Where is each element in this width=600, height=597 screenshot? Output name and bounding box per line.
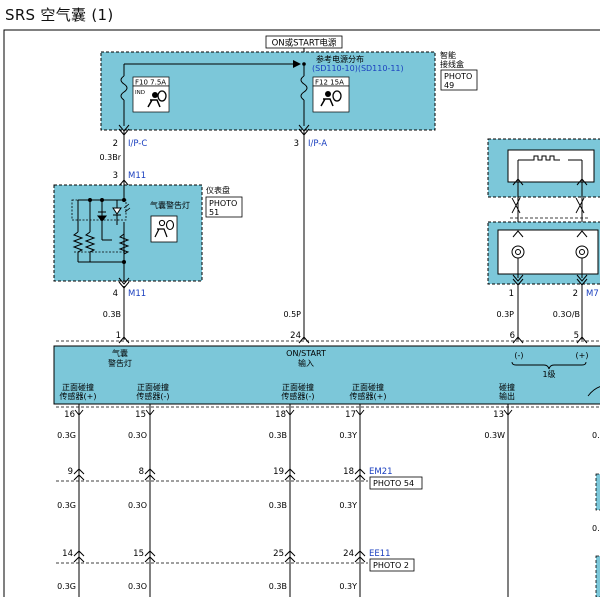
sensor-3-label-2: 传感器(-): [281, 391, 314, 401]
junction-box-label-1: 智能: [440, 50, 456, 60]
module-pos-label: (+): [576, 351, 589, 360]
pin-6-label: 6: [510, 331, 515, 341]
fuse-left-sub: IND: [135, 90, 145, 96]
fuse-left-icon: [120, 75, 128, 101]
cluster-label: 仪表盘: [206, 185, 230, 195]
wire-03b-left-label: 0.3B: [103, 310, 121, 319]
wire-03br-label: 0.3Br: [100, 153, 122, 162]
ip-c-label: I/P-C: [128, 139, 147, 149]
wire-cut-1: 0.: [592, 431, 600, 440]
pin-2-right-label: 2: [573, 289, 578, 299]
airbag-indicator-icon: [132, 85, 170, 113]
module-stage-label: 1级: [542, 369, 555, 379]
wire-b-2: 0.3B: [269, 501, 287, 510]
wire-cut-2: 0.: [592, 524, 600, 533]
pin-2-label: 2: [113, 139, 118, 149]
ip-a-label: I/P-A: [308, 139, 327, 149]
junction-box-photo-2: 49: [444, 81, 454, 90]
wire-b-1: 0.3B: [269, 431, 287, 440]
cluster-photo-1: PHOTO: [209, 199, 237, 208]
m7-label: M7: [586, 289, 599, 299]
pin-24-label: 24: [290, 331, 301, 341]
power-label: ON或START电源: [272, 38, 337, 49]
module-on-label-1: ON/START: [286, 349, 326, 358]
wire-g-2: 0.3G: [57, 501, 76, 510]
sensor-4-label-1: 正面碰撞: [352, 382, 384, 392]
ref-label-2: (SD110-10)(SD110-11): [312, 64, 404, 73]
sensor-3-label-1: 正面碰撞: [282, 382, 314, 392]
pin-18-label: 18: [275, 410, 286, 420]
title-bar: SRS 空气囊 (1): [0, 0, 600, 28]
sensor-1-label-1: 正面碰撞: [62, 382, 94, 392]
pin-8-label: 8: [139, 467, 144, 477]
wire-b-3: 0.3B: [269, 582, 287, 591]
page-title: SRS 空气囊 (1): [5, 6, 114, 24]
wire-w-1: 0.3W: [484, 431, 505, 440]
sensor-1-label-2: 传感器(+): [60, 391, 97, 401]
wire-y-2: 0.3Y: [339, 501, 357, 510]
pin-17-label: 17: [345, 410, 356, 420]
pin-24b-label: 24: [343, 549, 354, 559]
photo54-label: PHOTO 54: [373, 479, 414, 488]
pin-18b-label: 18: [343, 467, 354, 477]
pin-25-label: 25: [273, 549, 284, 559]
airbag-icon: [312, 85, 350, 113]
wire-o-3: 0.3O: [128, 582, 147, 591]
module-lamp-label-1: 气囊: [112, 348, 128, 358]
junction-box-photo-1: PHOTO: [444, 72, 472, 81]
pin-5-label: 5: [574, 331, 579, 341]
pin-1-module-label: 1: [116, 331, 121, 341]
junction-box-label-2: 接线盒: [440, 59, 464, 69]
fuse-right-label: F12 15A: [315, 79, 344, 87]
pin-9-label: 9: [68, 467, 73, 477]
module-on-label-2: 输入: [298, 358, 314, 368]
module-neg-label: (-): [514, 351, 523, 360]
outer-frame: [3, 29, 600, 597]
warning-lamp-label: 气囊警告灯: [150, 200, 190, 210]
pin-3-top-label: 3: [294, 139, 299, 149]
sensor-2-label-2: 传感器(-): [136, 391, 169, 401]
ee11-label: EE11: [369, 549, 391, 559]
pin-3-m11-label: 3: [113, 171, 118, 181]
crash-output-label-2: 输出: [499, 391, 515, 401]
pin-1-right-label: 1: [509, 289, 514, 299]
wire-g-3: 0.3G: [57, 582, 76, 591]
m11-bottom-label: M11: [128, 289, 146, 299]
srs-control-module: [53, 345, 600, 405]
pin-16-label: 16: [64, 410, 75, 420]
wire-y-3: 0.3Y: [339, 582, 357, 591]
sensor-2-label-1: 正面碰撞: [137, 382, 169, 392]
wire-o-1: 0.3O: [128, 431, 147, 440]
fuse-right-icon: [300, 75, 308, 101]
wire-05p-label: 0.5P: [283, 310, 301, 319]
pin-15b-label: 15: [133, 549, 144, 559]
pin-14-label: 14: [62, 549, 73, 559]
sensor-4-label-2: 传感器(+): [350, 391, 387, 401]
wire-03p-label: 0.3P: [496, 310, 514, 319]
crash-output-label-1: 碰撞: [499, 382, 515, 392]
em21-label: EM21: [369, 467, 393, 477]
warning-lamp-circuit: [71, 185, 131, 282]
wire-g-1: 0.3G: [57, 431, 76, 440]
pin-4-label: 4: [113, 289, 118, 299]
fuse-left-label: F10 7.5A: [135, 79, 166, 87]
wire-03ob-label: 0.3O/B: [553, 310, 580, 319]
wire-y-1: 0.3Y: [339, 431, 357, 440]
heater-element-icon: [528, 155, 560, 161]
wire-o-2: 0.3O: [128, 501, 147, 510]
m11-top-label: M11: [128, 171, 146, 181]
pin-13-label: 13: [493, 410, 504, 420]
photo2-label: PHOTO 2: [373, 561, 409, 570]
cluster-photo-2: 51: [209, 208, 219, 217]
ref-label-1: 参考电源分布: [316, 54, 364, 64]
pin-15-label: 15: [135, 410, 146, 420]
module-lamp-label-2: 警告灯: [108, 358, 132, 368]
pin-19-label: 19: [273, 467, 284, 477]
